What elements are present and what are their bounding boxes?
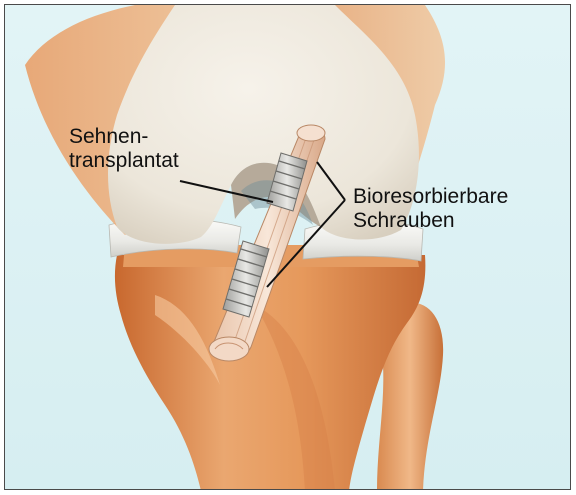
label-tendon-graft-line1: Sehnen-	[69, 125, 179, 149]
knee-illustration	[5, 5, 571, 490]
label-screws-line2: Schrauben	[353, 209, 508, 233]
label-tendon-graft: Sehnen- transplantat	[69, 125, 179, 173]
illustration-panel: Sehnen- transplantat Bioresorbierbare Sc…	[4, 4, 571, 490]
label-tendon-graft-line2: transplantat	[69, 149, 179, 173]
label-screws-line1: Bioresorbierbare	[353, 185, 508, 209]
label-bioresorbable-screws: Bioresorbierbare Schrauben	[353, 185, 508, 233]
